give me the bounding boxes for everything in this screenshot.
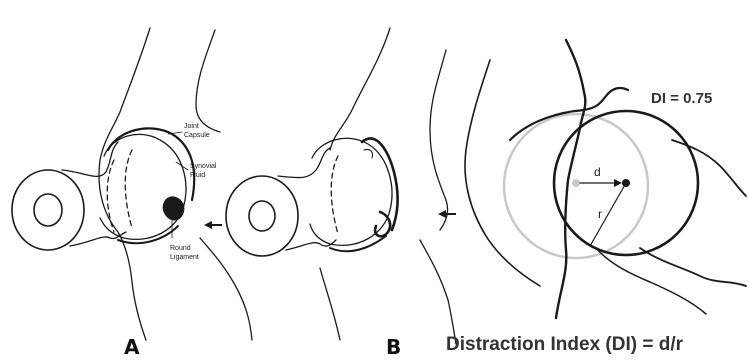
pelvis-contour-c bbox=[556, 40, 585, 318]
femoral-neck-b bbox=[278, 148, 336, 250]
femoral-head-b bbox=[310, 138, 392, 245]
arrow-a bbox=[204, 221, 222, 229]
panel-label-a: A bbox=[124, 335, 139, 359]
round-ligament-a bbox=[164, 198, 183, 220]
pelvis-outline-a-right bbox=[196, 30, 220, 132]
joint-capsule-label-line2: Capsule bbox=[184, 132, 210, 139]
pelvis-outline-b-left bbox=[330, 28, 390, 150]
leader-synovial-fluid bbox=[176, 162, 188, 170]
r-symbol: r bbox=[598, 207, 602, 221]
synovial-fluid-label-line2: Fluid bbox=[190, 172, 205, 179]
pelvis-outline-b-bottom bbox=[320, 268, 340, 340]
synovial-fluid-label-line1: Synovial bbox=[190, 163, 217, 170]
panel-a-drawing bbox=[12, 28, 252, 340]
panel-b-drawing bbox=[226, 28, 456, 344]
femoral-head-dashed-a bbox=[125, 150, 132, 228]
panel-c-symbols: d r bbox=[594, 165, 602, 221]
femur-shaft-end-a bbox=[12, 170, 84, 250]
pelvis-edge-c-left bbox=[465, 60, 540, 286]
r-radius-line bbox=[590, 183, 626, 246]
joint-capsule-label-line1: Joint bbox=[184, 123, 199, 130]
panel-c-drawing bbox=[465, 40, 746, 318]
round-ligament-label-line1: Round bbox=[170, 245, 191, 252]
fluid-b bbox=[364, 149, 373, 158]
pelvis-outline-b-right bbox=[430, 50, 448, 230]
pelvis-outline-b-lower bbox=[420, 240, 456, 344]
pelvis-outline-a-lower bbox=[200, 238, 252, 340]
femur-medullary-b bbox=[249, 201, 275, 231]
acetabulum-center bbox=[572, 179, 580, 187]
d-arrow-head bbox=[614, 179, 622, 187]
pelvis-outline-a-left bbox=[99, 28, 150, 340]
round-ligament-label-line2: Ligament bbox=[170, 254, 199, 261]
joint-capsule-b bbox=[362, 138, 398, 230]
d-symbol: d bbox=[594, 165, 601, 179]
di-value-label: DI = 0.75 bbox=[651, 90, 712, 107]
femur-contour-c2 bbox=[596, 248, 706, 314]
femoral-head-dashed-b bbox=[331, 156, 338, 234]
pelvis-edge-c-right bbox=[672, 140, 746, 196]
femur-contour-c bbox=[640, 248, 746, 286]
panel-label-b: B bbox=[386, 335, 401, 359]
femur-medullary-a bbox=[34, 194, 62, 226]
femur-shaft-end-b bbox=[226, 176, 298, 256]
distraction-index-formula: Distraction Index (DI) = d/r bbox=[446, 334, 683, 356]
